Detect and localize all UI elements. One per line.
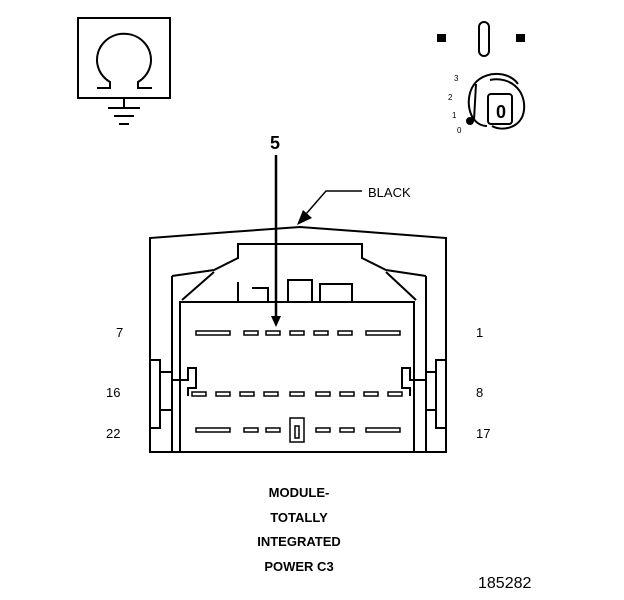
switch-position-2: 2	[448, 93, 453, 102]
key-position-marker-icon	[466, 117, 474, 125]
pin-label-1: 1	[476, 325, 483, 340]
pin-label-8: 8	[476, 385, 483, 400]
connector-caption: MODULE- TOTALLY INTEGRATED POWER C3	[257, 485, 341, 574]
switch-position-3: 3	[454, 74, 459, 83]
wire-color-leader	[297, 190, 362, 225]
pin-label-7: 7	[116, 325, 123, 340]
pin-cavities	[191, 330, 403, 433]
callout-number: 5	[270, 133, 280, 153]
ohm-ground-icon	[77, 17, 171, 125]
polarization-key-icon	[289, 417, 305, 443]
caption-line-3: INTEGRATED	[257, 534, 341, 549]
wire-color-label: BLACK	[368, 185, 411, 200]
callout-arrow	[271, 155, 281, 327]
pin-label-17: 17	[476, 426, 490, 441]
switch-position-1: 1	[452, 111, 457, 120]
caption-line-4: POWER C3	[264, 559, 333, 574]
switch-position-0: 0	[457, 126, 462, 135]
key-slot-icon	[478, 21, 490, 57]
switch-contact-right-icon	[516, 34, 525, 42]
key-cylinder-icon	[467, 73, 526, 130]
pin-label-22: 22	[106, 426, 120, 441]
key-label: 0	[496, 102, 506, 122]
connector-body	[149, 225, 447, 453]
figure-number: 185282	[478, 575, 531, 592]
switch-contact-left-icon	[437, 34, 446, 42]
ignition-switch-icon: 3 2 1 0 0	[437, 21, 526, 135]
pin-label-16: 16	[106, 385, 120, 400]
caption-line-2: TOTALLY	[270, 510, 328, 525]
caption-line-1: MODULE-	[269, 485, 330, 500]
